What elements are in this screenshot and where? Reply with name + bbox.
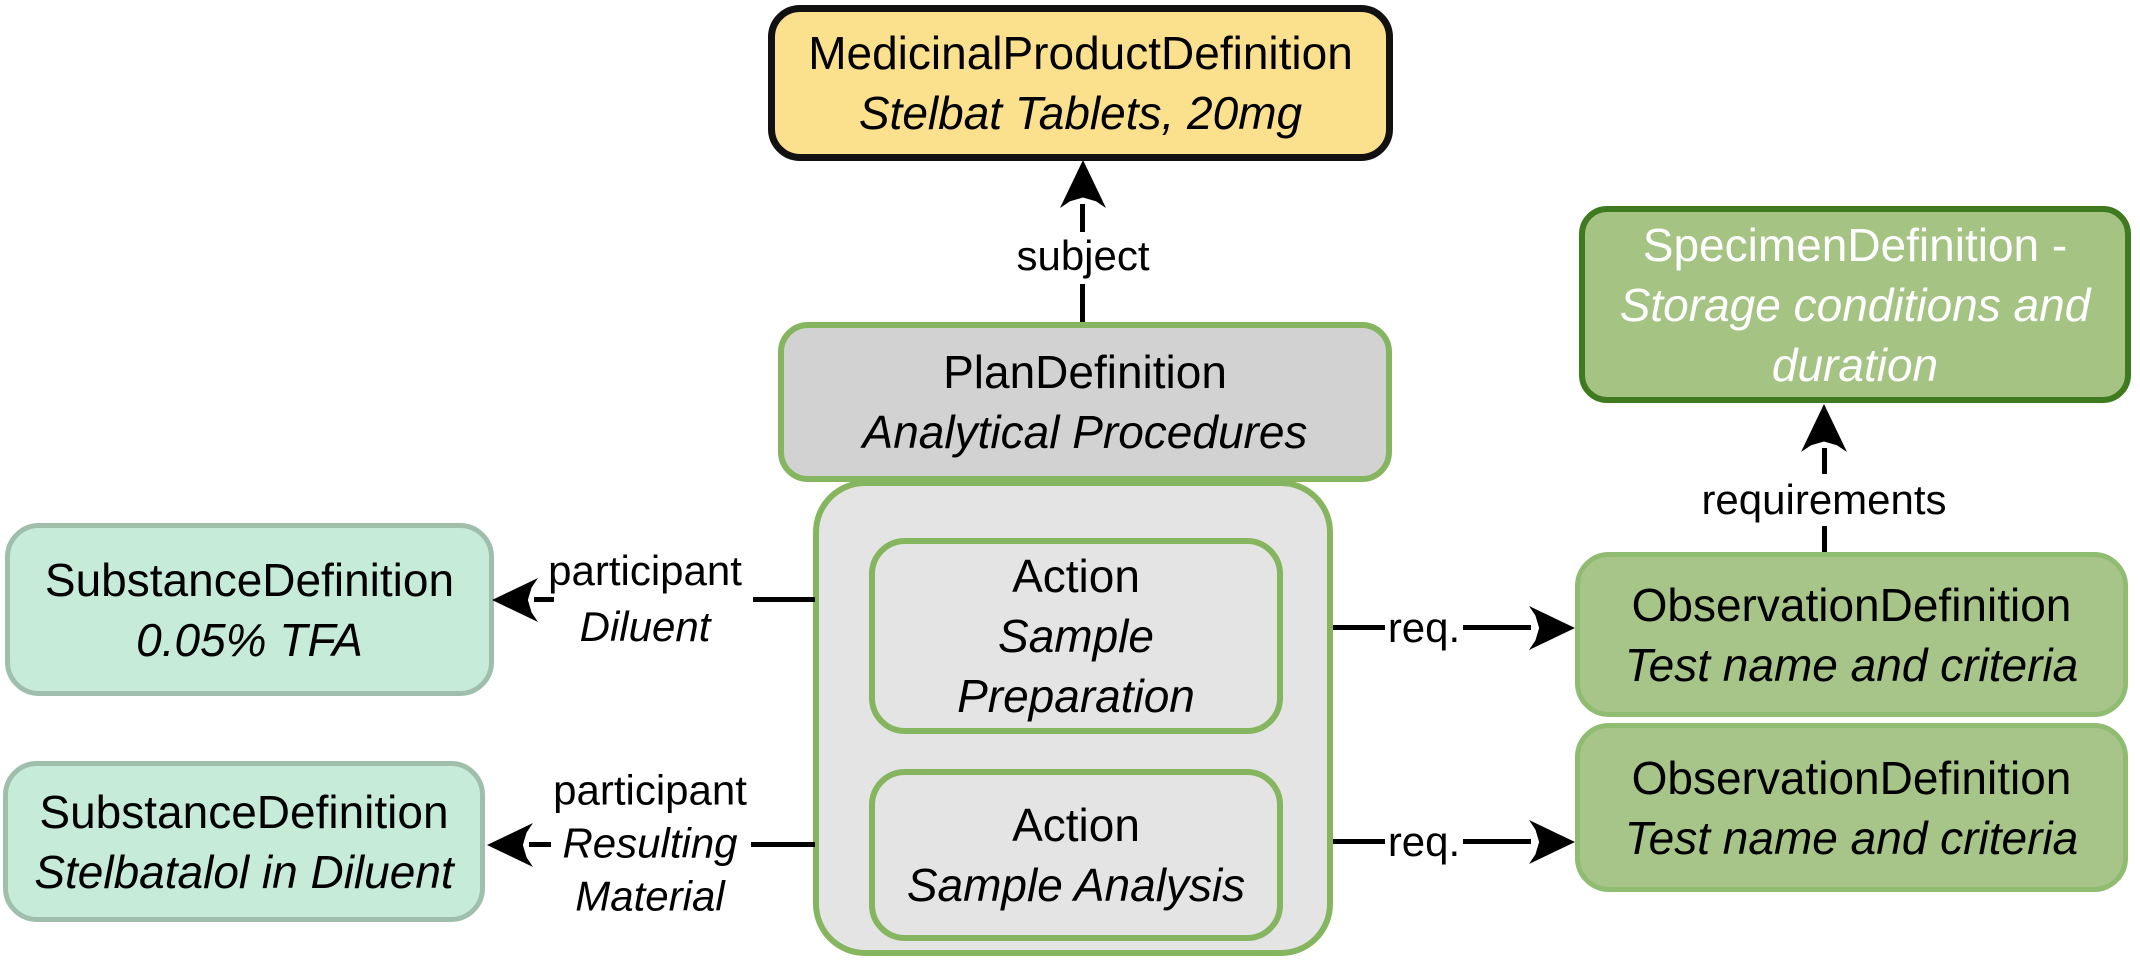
requirements-arrow-line <box>1822 526 1827 552</box>
req-analysis-arrow-line <box>1463 839 1531 844</box>
node-title: SubstanceDefinition <box>44 553 455 606</box>
node-subtitle-line: Sample <box>998 610 1154 662</box>
node-observation-definition-2: ObservationDefinition Test name and crit… <box>1575 723 2128 892</box>
node-specimen-definition: SpecimenDefinition - Storage conditions … <box>1579 206 2131 403</box>
node-subtitle-line: Storage conditions and <box>1619 278 2091 331</box>
edge-label-participant-resulting-material: participant Resulting Material <box>553 764 747 923</box>
node-subtitle-line: duration <box>1771 338 1939 391</box>
node-substance-definition-resulting-material: SubstanceDefinition Stelbatalol in Dilue… <box>3 761 485 922</box>
arrowhead-left-icon <box>492 578 538 622</box>
arrowhead-up-icon <box>1060 160 1106 208</box>
arrowhead-right-icon <box>1529 820 1575 864</box>
subject-arrow-line <box>1080 284 1085 322</box>
edge-label-req-preparation: req. <box>1387 604 1461 651</box>
edge-label-role-value: Diluent <box>579 603 711 650</box>
arrowhead-right-icon <box>1529 606 1575 650</box>
node-subtitle-line: Preparation <box>957 670 1195 722</box>
node-subtitle: Test name and criteria <box>1624 638 2079 691</box>
edge-label-role-name: participant <box>553 766 747 814</box>
node-subtitle: Stelbatalol in Diluent <box>34 845 454 898</box>
participant-resulting-arrow-line <box>751 842 815 847</box>
participant-diluent-arrow-line <box>753 597 815 602</box>
edge-label-role-name: participant <box>548 547 742 594</box>
node-title: PlanDefinition <box>943 346 1227 398</box>
subject-arrow-line <box>1080 204 1085 232</box>
edge-label-participant-diluent: participant Diluent <box>548 543 742 655</box>
node-subtitle: Test name and criteria <box>1624 811 2079 864</box>
participant-diluent-arrow-line <box>534 597 554 602</box>
node-subtitle: 0.05% TFA <box>136 613 363 666</box>
edge-label-subject: subject <box>1016 232 1150 279</box>
node-title: ObservationDefinition <box>1631 578 2072 631</box>
node-action-sample-preparation: Action Sample Preparation <box>869 538 1283 734</box>
node-subtitle-line: Sample Analysis <box>906 859 1246 911</box>
node-plan-definition: PlanDefinition Analytical Procedures <box>778 322 1392 482</box>
node-subtitle: Stelbat Tablets, 20mg <box>858 87 1303 139</box>
node-subtitle: Analytical Procedures <box>862 406 1308 458</box>
edge-label-req-analysis: req. <box>1387 818 1461 865</box>
node-observation-definition-1: ObservationDefinition Test name and crit… <box>1575 552 2128 717</box>
arrowhead-up-icon <box>1801 404 1847 452</box>
node-substance-definition-diluent: SubstanceDefinition 0.05% TFA <box>5 523 494 696</box>
requirements-arrow-line <box>1822 448 1827 474</box>
arrowhead-left-icon <box>487 823 533 867</box>
edge-label-role-value: Material <box>575 872 725 920</box>
node-action-sample-analysis: Action Sample Analysis <box>869 769 1283 941</box>
node-title: Action <box>1012 799 1140 851</box>
edge-label-requirements: requirements <box>1701 476 1947 523</box>
node-title: SubstanceDefinition <box>39 785 449 838</box>
node-title: SpecimenDefinition - <box>1642 218 2068 271</box>
participant-resulting-arrow-line <box>529 842 551 847</box>
node-title: Action <box>1012 550 1140 602</box>
req-analysis-arrow-line <box>1333 839 1385 844</box>
edge-label-role-value: Resulting <box>562 819 738 867</box>
req-preparation-arrow-line <box>1333 625 1385 630</box>
req-preparation-arrow-line <box>1463 625 1531 630</box>
node-medicinal-product-definition: MedicinalProductDefinition Stelbat Table… <box>768 5 1393 161</box>
node-title: MedicinalProductDefinition <box>808 27 1353 79</box>
node-title: ObservationDefinition <box>1631 751 2072 804</box>
